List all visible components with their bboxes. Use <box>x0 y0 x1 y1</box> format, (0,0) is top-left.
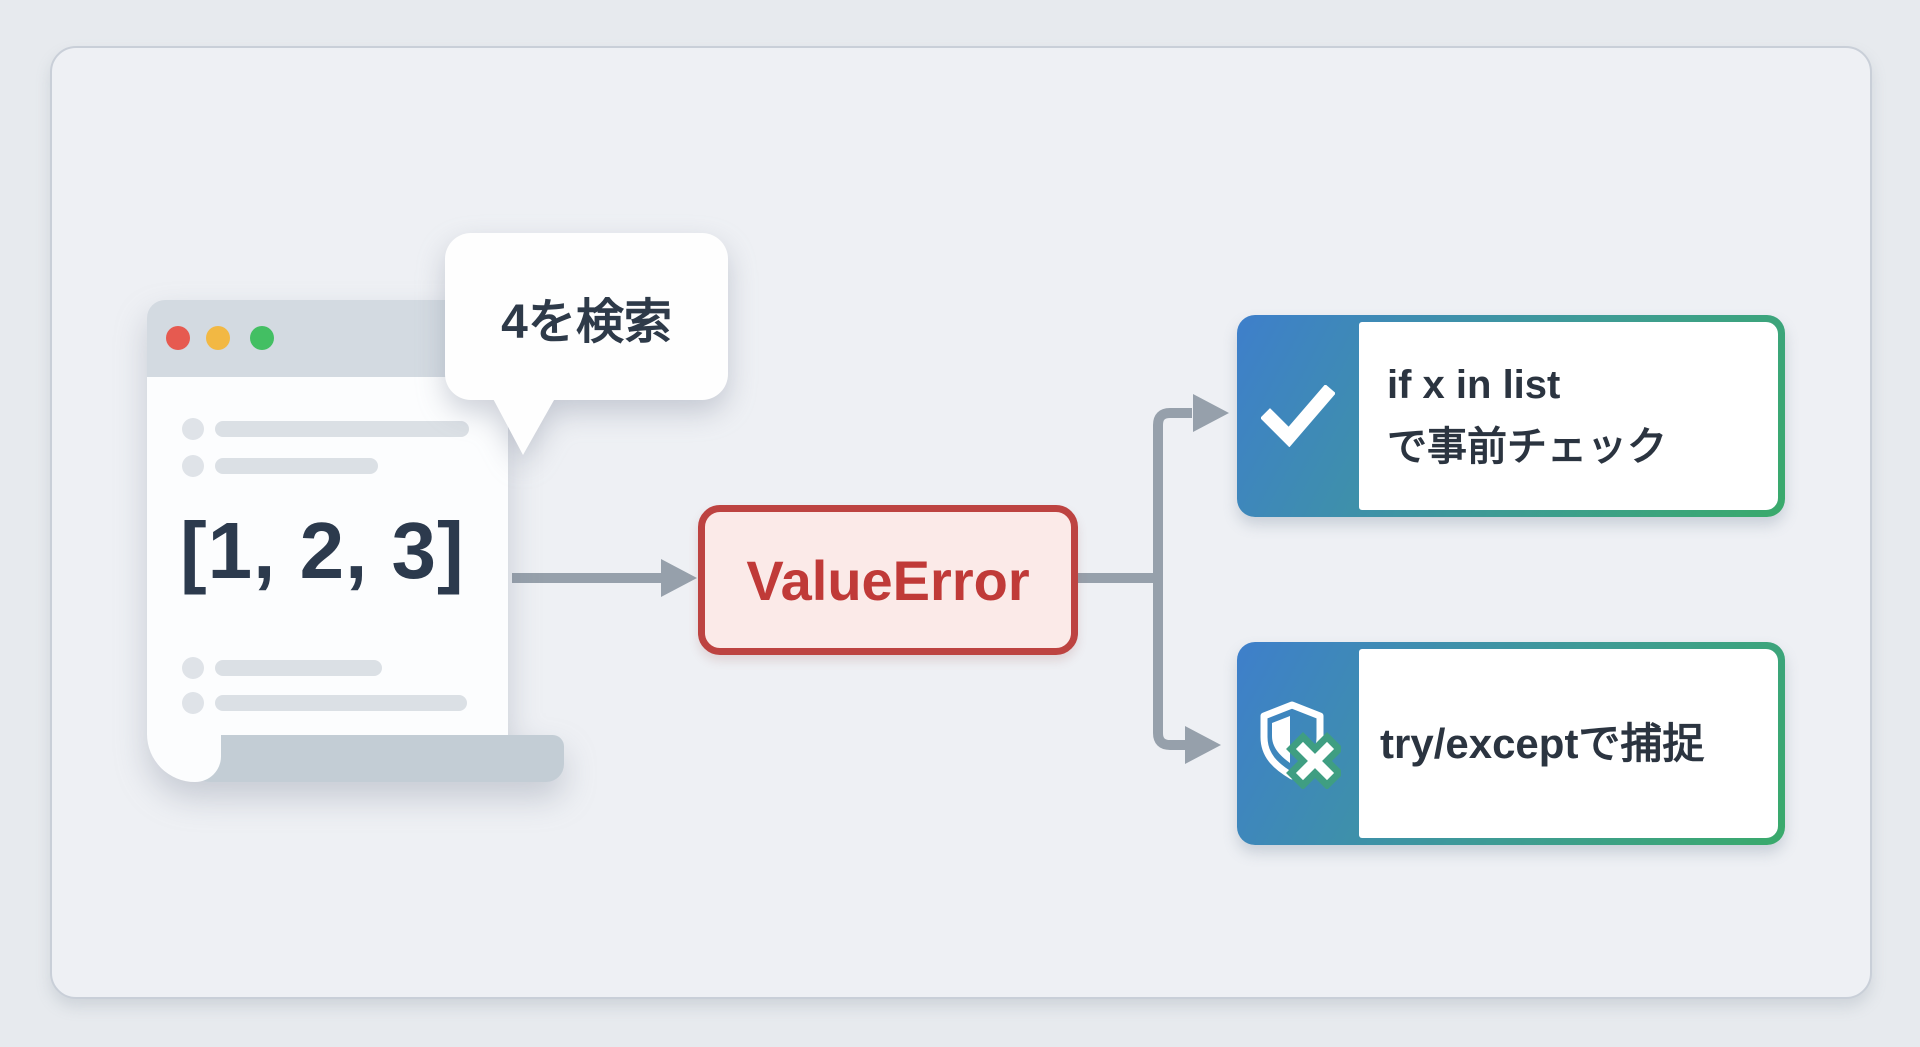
arrowhead-catch <box>1185 726 1221 764</box>
skeleton-text-line <box>215 660 382 676</box>
shield-x-icon <box>1237 642 1359 845</box>
solution-precheck-panel: if x in list で事前チェック <box>1359 322 1778 510</box>
skeleton-text-line <box>215 421 469 437</box>
skeleton-bullet <box>182 418 204 440</box>
page-curl <box>192 735 564 782</box>
arrowhead-precheck <box>1193 394 1229 432</box>
traffic-light-red-icon <box>166 326 190 350</box>
skeleton-bullet <box>182 692 204 714</box>
callout-tail <box>490 393 558 455</box>
callout-bubble: 4を検索 <box>445 233 728 463</box>
solution-catch: try/exceptで捕捉 <box>1237 642 1785 845</box>
solution-precheck-line2: で事前チェック <box>1387 425 1667 469</box>
traffic-light-green-icon <box>250 326 274 350</box>
skeleton-text-line <box>215 695 467 711</box>
value-error-label: ValueError <box>746 548 1030 612</box>
window-body: [1, 2, 3] <box>147 377 508 735</box>
solution-precheck: if x in list で事前チェック <box>1237 315 1785 517</box>
callout-bubble-body: 4を検索 <box>445 233 728 400</box>
skeleton-bullet <box>182 455 204 477</box>
solution-catch-panel: try/exceptで捕捉 <box>1359 649 1778 838</box>
callout-text: 4を検索 <box>501 295 672 349</box>
skeleton-bullet <box>182 657 204 679</box>
branch-rail-line <box>1153 408 1192 750</box>
skeleton-text-line <box>215 458 378 474</box>
arrowhead-list-to-error <box>661 559 697 597</box>
solution-catch-line: try/exceptで捕捉 <box>1380 719 1705 767</box>
checkmark-icon <box>1237 315 1359 517</box>
value-error-node: ValueError <box>698 505 1078 655</box>
page-curl-corner <box>147 734 221 782</box>
solution-precheck-line1: if x in list <box>1387 363 1561 407</box>
traffic-light-yellow-icon <box>206 326 230 350</box>
list-literal: [1, 2, 3] <box>180 506 465 595</box>
